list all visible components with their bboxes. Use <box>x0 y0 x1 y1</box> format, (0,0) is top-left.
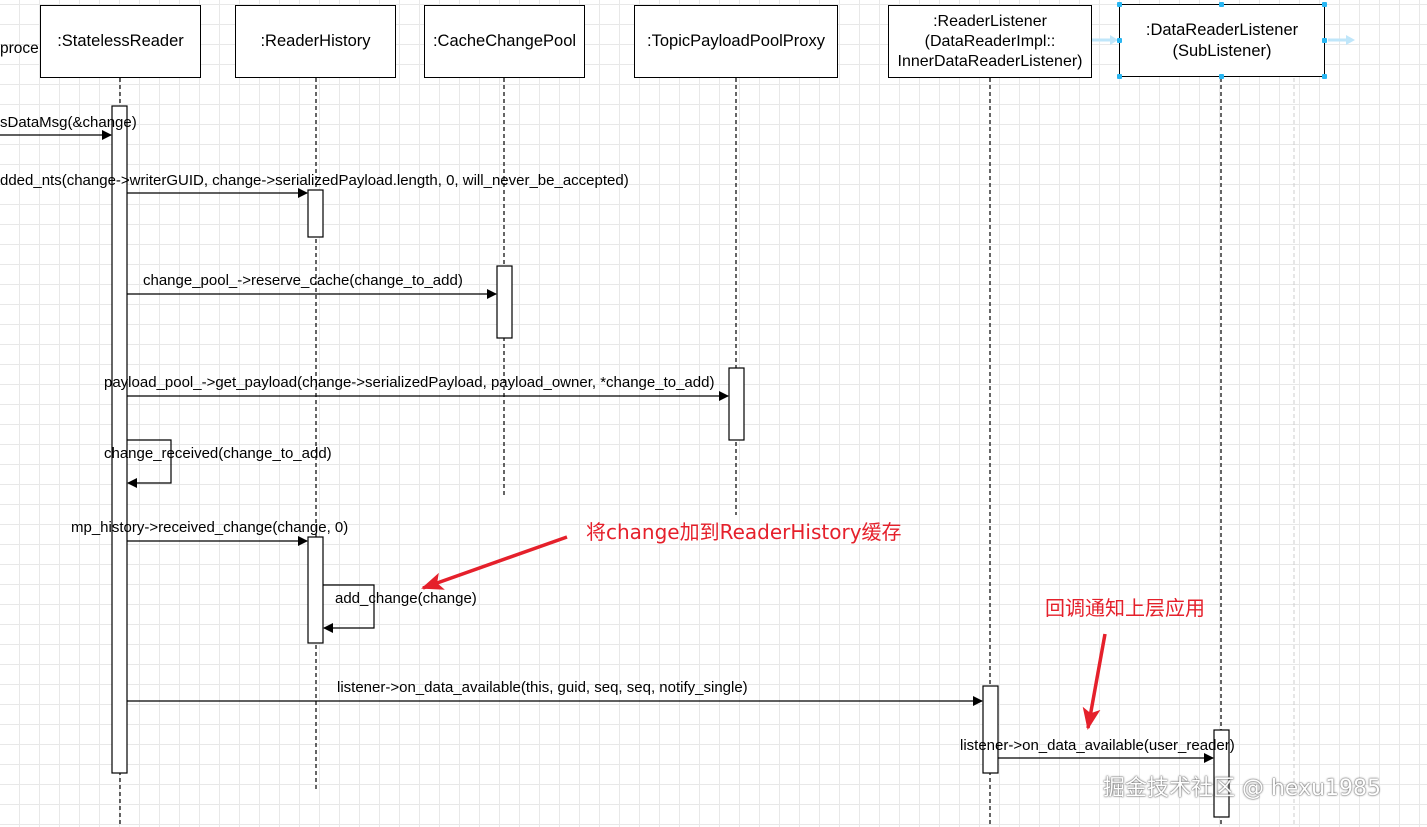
annotation-add-to-history: 将change加到ReaderHistory缓存 <box>586 520 902 544</box>
arrow-msg-7-self <box>323 584 375 633</box>
selection-handle-top-left[interactable] <box>1117 2 1122 7</box>
activation-data-reader-listener <box>1213 729 1230 818</box>
activation-reader-listener <box>982 685 999 774</box>
annotation-arrow-2 <box>1082 633 1107 730</box>
activation-stateless-reader <box>111 105 128 774</box>
participant-reader-history[interactable]: :ReaderHistory <box>235 5 396 78</box>
selection-handle-mid-right[interactable] <box>1322 38 1327 43</box>
message-label: change_pool_->reserve_cache(change_to_ad… <box>143 272 463 289</box>
activation-topic-payload-pool <box>728 367 745 441</box>
selection-arrow-left-head <box>1110 35 1118 45</box>
selection-handle-bottom-right[interactable] <box>1322 74 1327 79</box>
selection-handle-bottom-left[interactable] <box>1117 74 1122 79</box>
annotation-arrow-1 <box>421 535 568 590</box>
activation-reader-history-1 <box>307 189 324 238</box>
selection-handle-top-mid[interactable] <box>1219 2 1224 7</box>
selection-arrow-right-head <box>1346 35 1355 45</box>
message-label: change_received(change_to_add) <box>104 445 332 462</box>
participant-topic-payload-pool-proxy[interactable]: :TopicPayloadPoolProxy <box>634 5 838 78</box>
message-label: listener->on_data_available(user_reader) <box>960 737 1235 754</box>
message-label: mp_history->received_change(change, 0) <box>71 519 349 536</box>
arrow-msg-5-self <box>127 439 172 488</box>
activation-cache-change-pool <box>496 265 513 339</box>
message-label: sDataMsg(&change) <box>0 114 137 131</box>
selection-handle-mid-left[interactable] <box>1117 38 1122 43</box>
participant-reader-listener[interactable]: :ReaderListener (DataReaderImpl:: InnerD… <box>888 5 1092 78</box>
participant-stateless-reader[interactable]: :StatelessReader <box>40 5 201 78</box>
participant-cache-change-pool[interactable]: :CacheChangePool <box>424 5 585 78</box>
message-label: listener->on_data_available(this, guid, … <box>337 679 748 696</box>
annotation-callback-notify: 回调通知上层应用 <box>1045 596 1205 620</box>
message-label: dded_nts(change->writerGUID, change->ser… <box>0 172 629 189</box>
activation-reader-history-2 <box>307 536 324 644</box>
participant-caller[interactable]: proce <box>0 39 39 57</box>
message-label: add_change(change) <box>335 590 477 607</box>
participant-data-reader-listener[interactable]: :DataReaderListener (SubListener) <box>1119 4 1325 77</box>
selection-handle-top-right[interactable] <box>1322 2 1327 7</box>
selection-handle-bottom-mid[interactable] <box>1219 74 1224 79</box>
message-label: payload_pool_->get_payload(change->seria… <box>104 374 715 391</box>
watermark: 掘金技术社区 @ hexu1985 <box>1103 776 1382 801</box>
